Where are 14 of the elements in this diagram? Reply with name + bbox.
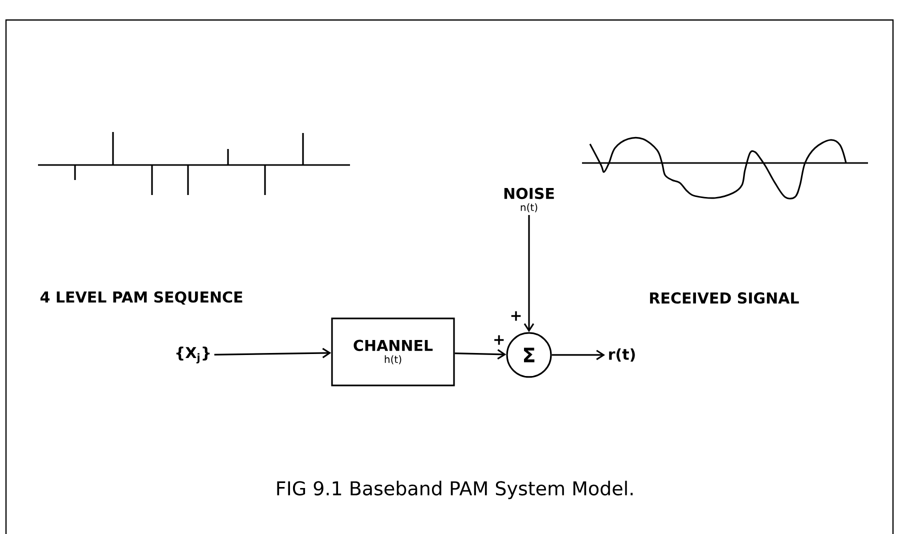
pam-sequence-label: 4 LEVEL PAM SEQUENCE bbox=[40, 291, 242, 305]
arrow bbox=[552, 350, 606, 360]
plus-sign: + bbox=[511, 311, 521, 321]
arrow bbox=[524, 215, 534, 332]
noise-label: NOISE n(t) bbox=[504, 188, 554, 212]
channel-box: CHANNEL h(t) bbox=[331, 318, 455, 386]
signal-label: RECEIVED SIGNAL bbox=[650, 292, 799, 304]
signal-label: {X$_{j}$} bbox=[176, 346, 210, 364]
caption: FIG 9.1 Baseband PAM System Model. bbox=[277, 480, 633, 500]
signal-label: r(t) bbox=[609, 348, 635, 362]
arrow bbox=[214, 348, 332, 358]
summing-junction: Σ bbox=[506, 332, 552, 378]
arrow bbox=[454, 349, 506, 360]
plus-sign: + bbox=[494, 335, 504, 345]
